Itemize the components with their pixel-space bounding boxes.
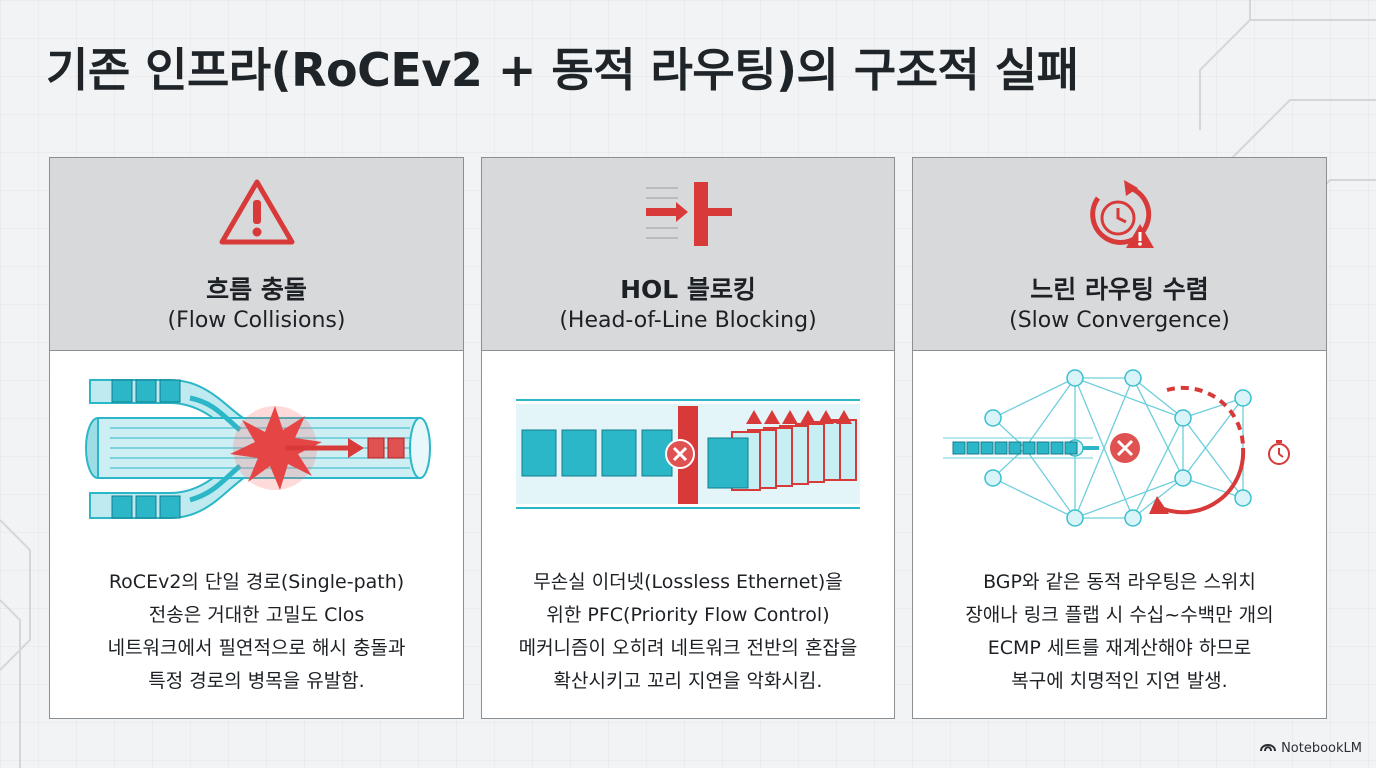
card-header: HOL 블로킹 (Head-of-Line Blocking): [482, 158, 894, 351]
card-header: 흐름 충돌 (Flow Collisions): [50, 158, 463, 351]
card-subtitle: (Head-of-Line Blocking): [559, 308, 817, 333]
card-title: 느린 라우팅 수렴: [1030, 275, 1209, 304]
slow-convergence-illustration: [913, 358, 1325, 552]
brand-label: NotebookLM: [1281, 740, 1362, 756]
clock-warning-icon: [1080, 176, 1160, 258]
card-header: 느린 라우팅 수렴 (Slow Convergence): [913, 158, 1326, 351]
page-title: 기존 인프라(RoCEv2 + 동적 라우팅)의 구조적 실패: [46, 43, 1079, 97]
card-body-line: BGP와 같은 동적 라우팅은 스위치: [983, 571, 1256, 593]
card-body-line: 네트워크에서 필연적으로 해시 충돌과: [107, 637, 406, 659]
card-subtitle: (Slow Convergence): [1009, 308, 1230, 333]
card-body-line: 메커니즘이 오히려 네트워크 전반의 혼잡을: [518, 637, 858, 659]
flow-collision-illustration: [50, 358, 462, 552]
card-title: HOL 블로킹: [620, 275, 756, 304]
notebooklm-watermark: NotebookLM: [1260, 740, 1362, 756]
hol-blocking-illustration: [482, 358, 894, 552]
blocked-arrow-icon: [638, 176, 738, 256]
card-body-line: 확산시키고 꼬리 지연을 악화시킴.: [553, 670, 823, 692]
card-body-line: 복구에 치명적인 지연 발생.: [1011, 670, 1228, 692]
card-slow-convergence: 느린 라우팅 수렴 (Slow Convergence): [912, 157, 1327, 719]
card-body-line: 장애나 링크 플랩 시 수십~수백만 개의: [965, 604, 1274, 626]
card-subtitle: (Flow Collisions): [167, 308, 346, 333]
card-body-line: 무손실 이더넷(Lossless Ethernet)을: [533, 571, 843, 593]
card-body-line: RoCEv2의 단일 경로(Single-path): [108, 571, 405, 593]
card-hol-blocking: HOL 블로킹 (Head-of-Line Blocking): [481, 157, 895, 719]
card-description: 무손실 이더넷(Lossless Ethernet)을 위한 PFC(Prior…: [492, 566, 884, 698]
card-body-line: 특정 경로의 병목을 유발함.: [148, 670, 365, 692]
card-title: 흐름 충돌: [206, 275, 307, 304]
warning-triangle-icon: [217, 176, 297, 252]
card-body-line: ECMP 세트를 재계산해야 하므로: [987, 637, 1252, 659]
card-description: RoCEv2의 단일 경로(Single-path) 전송은 거대한 고밀도 C…: [60, 566, 453, 698]
card-description: BGP와 같은 동적 라우팅은 스위치 장애나 링크 플랩 시 수십~수백만 개…: [923, 566, 1316, 698]
card-body-line: 위한 PFC(Priority Flow Control): [546, 604, 830, 626]
card-body-line: 전송은 거대한 고밀도 Clos: [148, 604, 365, 626]
notebooklm-logo-icon: [1260, 740, 1277, 756]
card-flow-collisions: 흐름 충돌 (Flow Collisions): [49, 157, 464, 719]
